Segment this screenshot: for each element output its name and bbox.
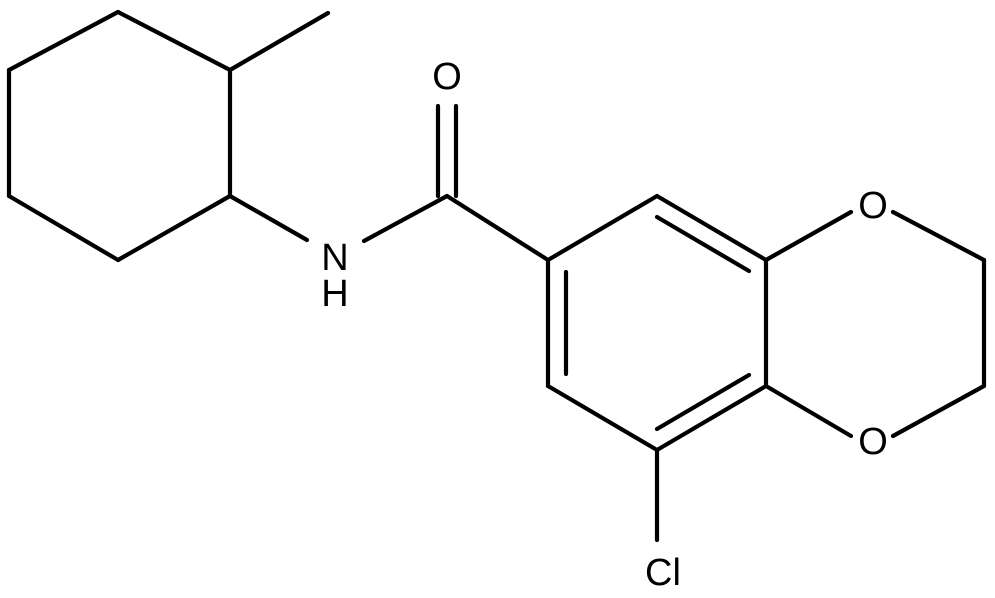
atom-label-nitrogen: N bbox=[321, 237, 348, 279]
atom-label-chlorine: Cl bbox=[645, 552, 681, 594]
bond-ar5-o-upper bbox=[763, 209, 854, 263]
atom-label-ring-oxygen-upper: O bbox=[858, 185, 888, 227]
bond-ar2-ar3 bbox=[545, 383, 660, 453]
benzene-ring bbox=[545, 193, 769, 453]
atom-label-carbonyl-oxygen: O bbox=[432, 56, 462, 98]
bond-o-upper-ch2 bbox=[890, 209, 987, 263]
atom-label-ring-oxygen-lower: O bbox=[858, 421, 888, 463]
bond-ar6-ar1 bbox=[545, 193, 660, 263]
bond-cy6-cy1 bbox=[6, 9, 121, 73]
bond-cy3-n bbox=[227, 193, 310, 243]
atom-label-hydrogen: H bbox=[321, 273, 348, 315]
bond-cy1-cy2 bbox=[115, 9, 233, 73]
bond-carbonyl-ring bbox=[444, 193, 551, 263]
dioxane-ring bbox=[763, 209, 987, 439]
bond-cy3-cy4 bbox=[115, 193, 233, 263]
bond-methyl bbox=[227, 10, 331, 73]
bond-ch2-o-lower bbox=[890, 383, 987, 439]
bond-ar3-ar4-inner bbox=[654, 372, 752, 432]
bond-ar5-ar6-inner bbox=[654, 214, 752, 274]
cyclohexane-ring bbox=[6, 9, 233, 263]
bond-cy4-cy5 bbox=[6, 193, 121, 263]
bond-ar5-ar6 bbox=[654, 193, 769, 263]
bond-n-carbonyl-c bbox=[361, 193, 450, 244]
bond-ar3-ar4 bbox=[654, 383, 769, 453]
bond-o-lower-ar4 bbox=[763, 383, 854, 439]
